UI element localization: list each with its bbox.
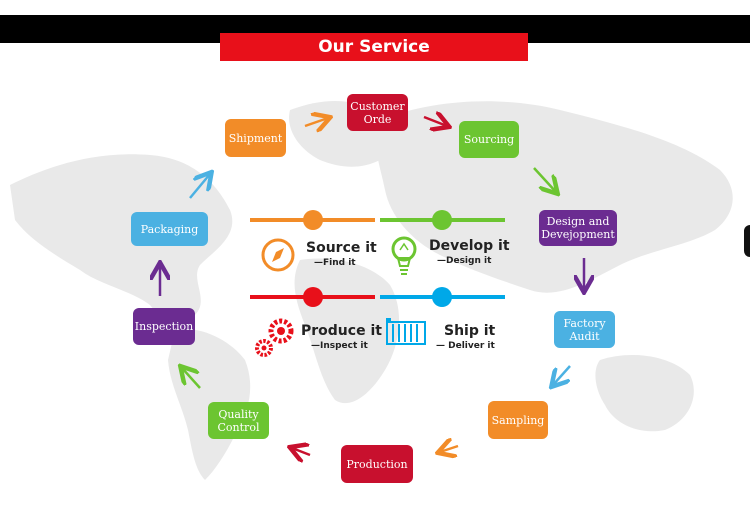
produce-title: Produce it — [301, 323, 382, 339]
node-factory-audit: Factory Audit — [554, 311, 615, 348]
develop-title: Develop it — [429, 238, 510, 254]
develop-subtitle: —Design it — [437, 256, 492, 266]
source-block: Source it —Find it — [306, 240, 377, 268]
node-sampling: Sampling — [488, 401, 548, 439]
edge-decoration — [744, 225, 750, 257]
develop-block: Develop it —Design it — [429, 238, 510, 266]
page-title: Our Service — [220, 33, 528, 61]
ship-block: Ship it — Deliver it — [436, 323, 496, 351]
container-icon — [386, 318, 426, 345]
source-title: Source it — [306, 240, 377, 256]
lightbulb-icon — [391, 236, 417, 275]
produce-block: Produce it —Inspect it — [301, 323, 382, 351]
arrow-packaging-to-shipment — [189, 174, 210, 199]
node-design-development: Design and Devejopment — [539, 210, 617, 246]
arrow-sourcing-to-design — [533, 167, 556, 192]
node-sourcing: Sourcing — [459, 121, 519, 158]
node-shipment: Shipment — [225, 119, 286, 157]
arrow-shipment-to-order — [304, 118, 328, 126]
compass-icon — [261, 238, 295, 272]
node-packaging: Packaging — [131, 212, 208, 246]
arrow-sampling-to-production — [440, 446, 459, 452]
gears-icon — [255, 318, 294, 357]
node-production: Production — [341, 445, 413, 483]
arrow-audit-to-sampling — [553, 365, 571, 385]
node-inspection: Inspection — [133, 308, 195, 345]
node-customer-order: Customer Orde — [347, 94, 408, 131]
arrow-qc-to-inspection — [182, 368, 201, 389]
arrow-production-to-qc — [292, 448, 311, 455]
ship-subtitle: — Deliver it — [436, 341, 495, 351]
ship-title: Ship it — [444, 323, 496, 339]
arrow-order-to-sourcing — [423, 117, 447, 126]
source-subtitle: —Find it — [314, 258, 356, 268]
node-quality-control: Quality Control — [208, 402, 269, 439]
produce-subtitle: —Inspect it — [311, 341, 368, 351]
